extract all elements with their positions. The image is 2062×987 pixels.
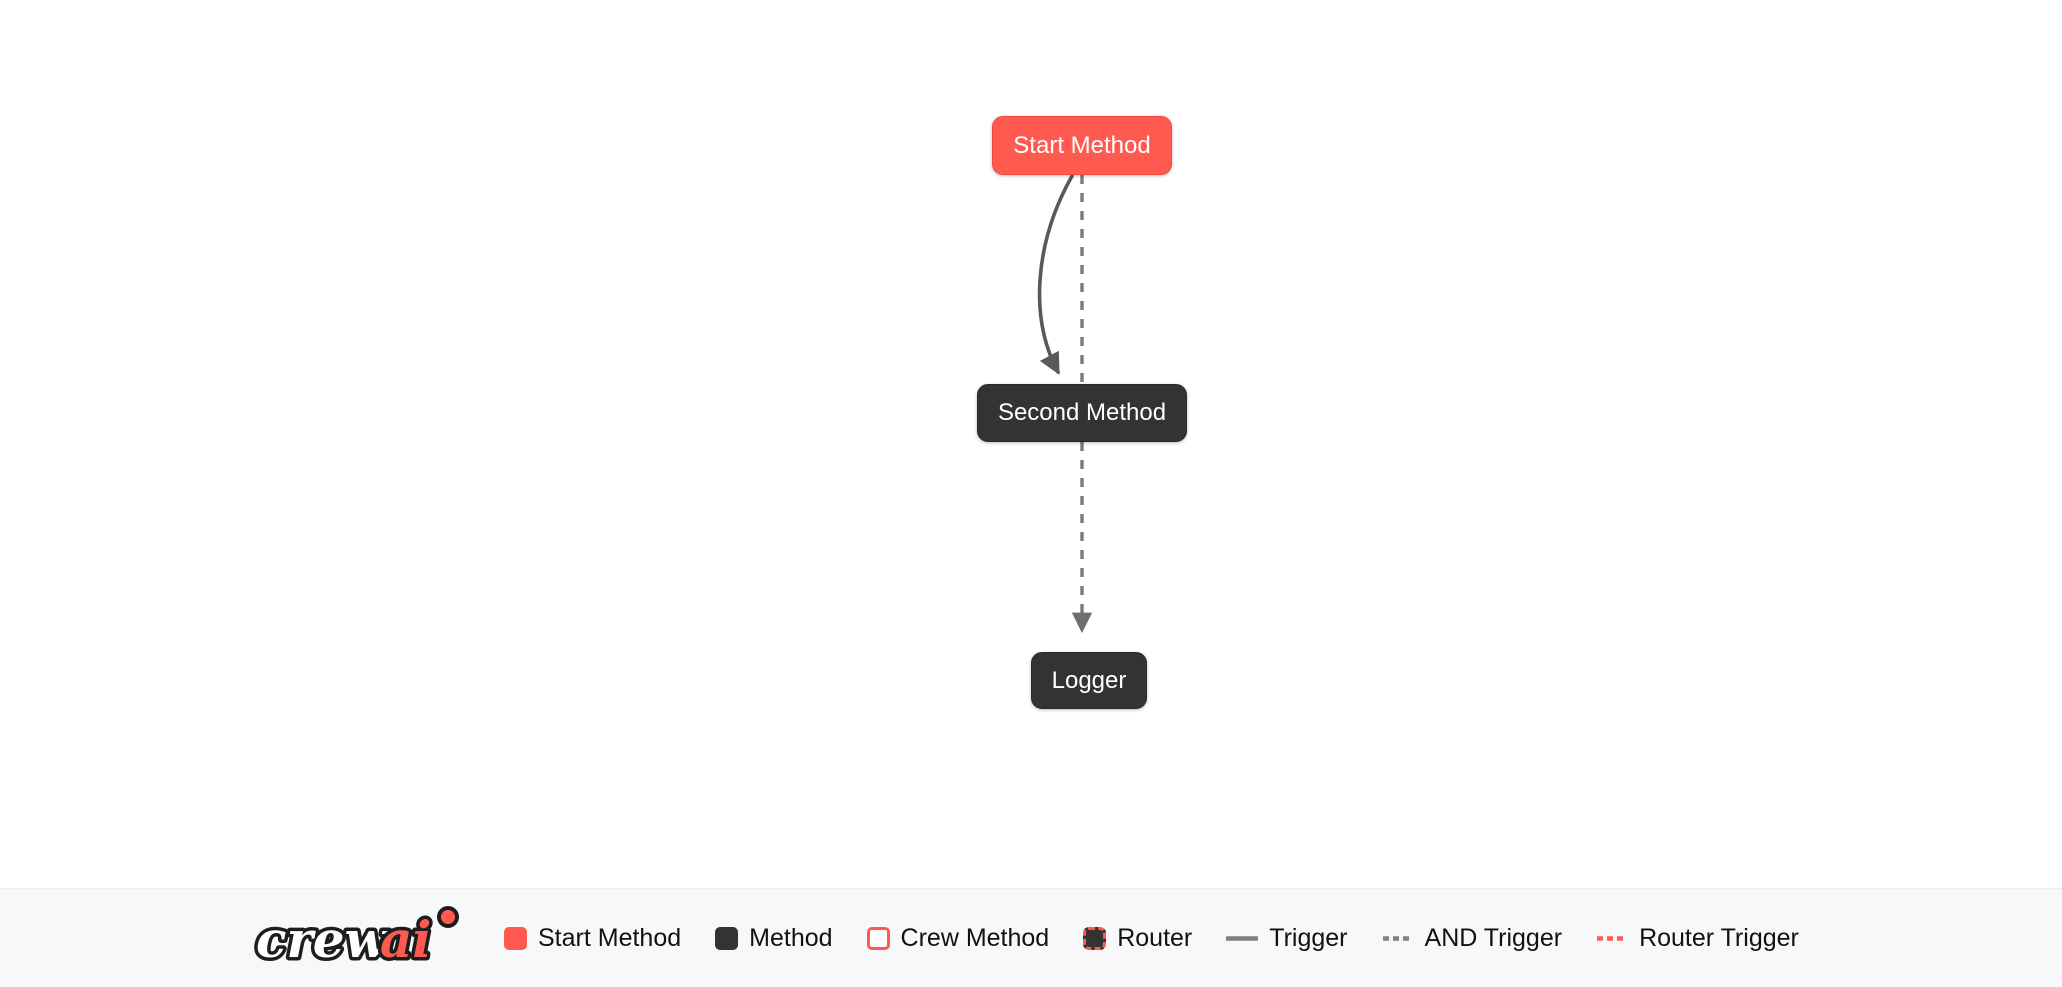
legend-item-router-trigger: Router Trigger — [1596, 923, 1799, 952]
legend-item-trigger: Trigger — [1226, 923, 1348, 952]
edge-layer — [1037, 174, 1093, 634]
crewai-logo-text-accent: ai — [380, 910, 431, 969]
crew-method-swatch-icon — [866, 926, 890, 950]
crewai-logo-dot — [437, 906, 459, 928]
legend-item-router: Router — [1083, 923, 1193, 952]
flow-node-label: Logger — [1051, 666, 1127, 694]
trigger-line-icon — [1226, 935, 1259, 941]
legend-label: Router Trigger — [1639, 923, 1799, 952]
crewai-logo: crew ai — [253, 906, 459, 973]
and-trigger-line-icon — [1382, 935, 1413, 941]
legend-label: Crew Method — [900, 923, 1050, 952]
legend-bar: crew ai Start Method Method Crew Method … — [0, 888, 2062, 987]
flow-node-label: Second Method — [997, 399, 1167, 426]
legend-item-and-trigger: AND Trigger — [1382, 923, 1563, 952]
flow-node-label: Start Method — [1013, 131, 1151, 159]
legend-label: Method — [749, 923, 833, 952]
legend-label: AND Trigger — [1424, 923, 1563, 952]
flow-node-second-method[interactable]: Second Method — [977, 384, 1187, 442]
legend-label: Router — [1117, 923, 1193, 952]
start-method-swatch-icon — [504, 926, 527, 950]
flow-node-start-method[interactable]: Start Method — [992, 116, 1172, 175]
crewai-logo-text-primary: crew — [256, 910, 390, 969]
legend-item-start-method: Start Method — [504, 923, 682, 952]
edge-start-to-second-trigger — [1037, 174, 1074, 375]
legend-item-method: Method — [715, 923, 833, 952]
method-swatch-icon — [715, 926, 739, 950]
router-trigger-line-icon — [1597, 935, 1628, 941]
flow-node-logger[interactable]: Logger — [1031, 652, 1147, 709]
legend-item-crew-method: Crew Method — [866, 923, 1050, 952]
flow-canvas[interactable]: Start Method Second Method Logger — [0, 0, 2062, 888]
legend-label: Trigger — [1269, 923, 1348, 952]
legend-label: Start Method — [538, 923, 682, 952]
router-swatch-icon — [1083, 926, 1107, 950]
